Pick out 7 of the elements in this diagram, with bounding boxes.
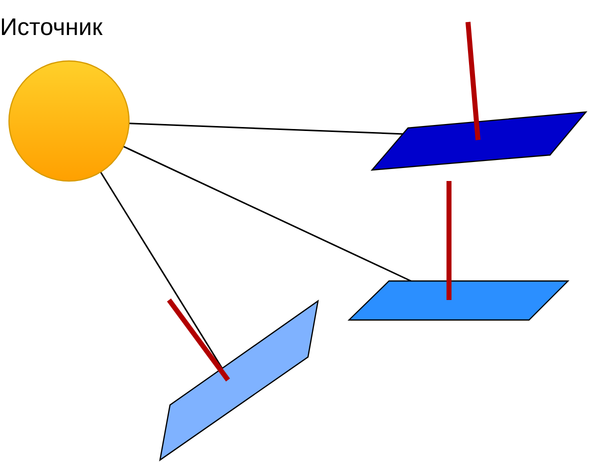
surface-parallelogram [372,112,586,170]
source-label: Источник [0,14,102,42]
connector-line [128,122,404,135]
connector-line [123,146,412,282]
surface-parallelogram [349,281,568,320]
surface-parallelogram [160,301,318,460]
connector-line [100,172,223,368]
